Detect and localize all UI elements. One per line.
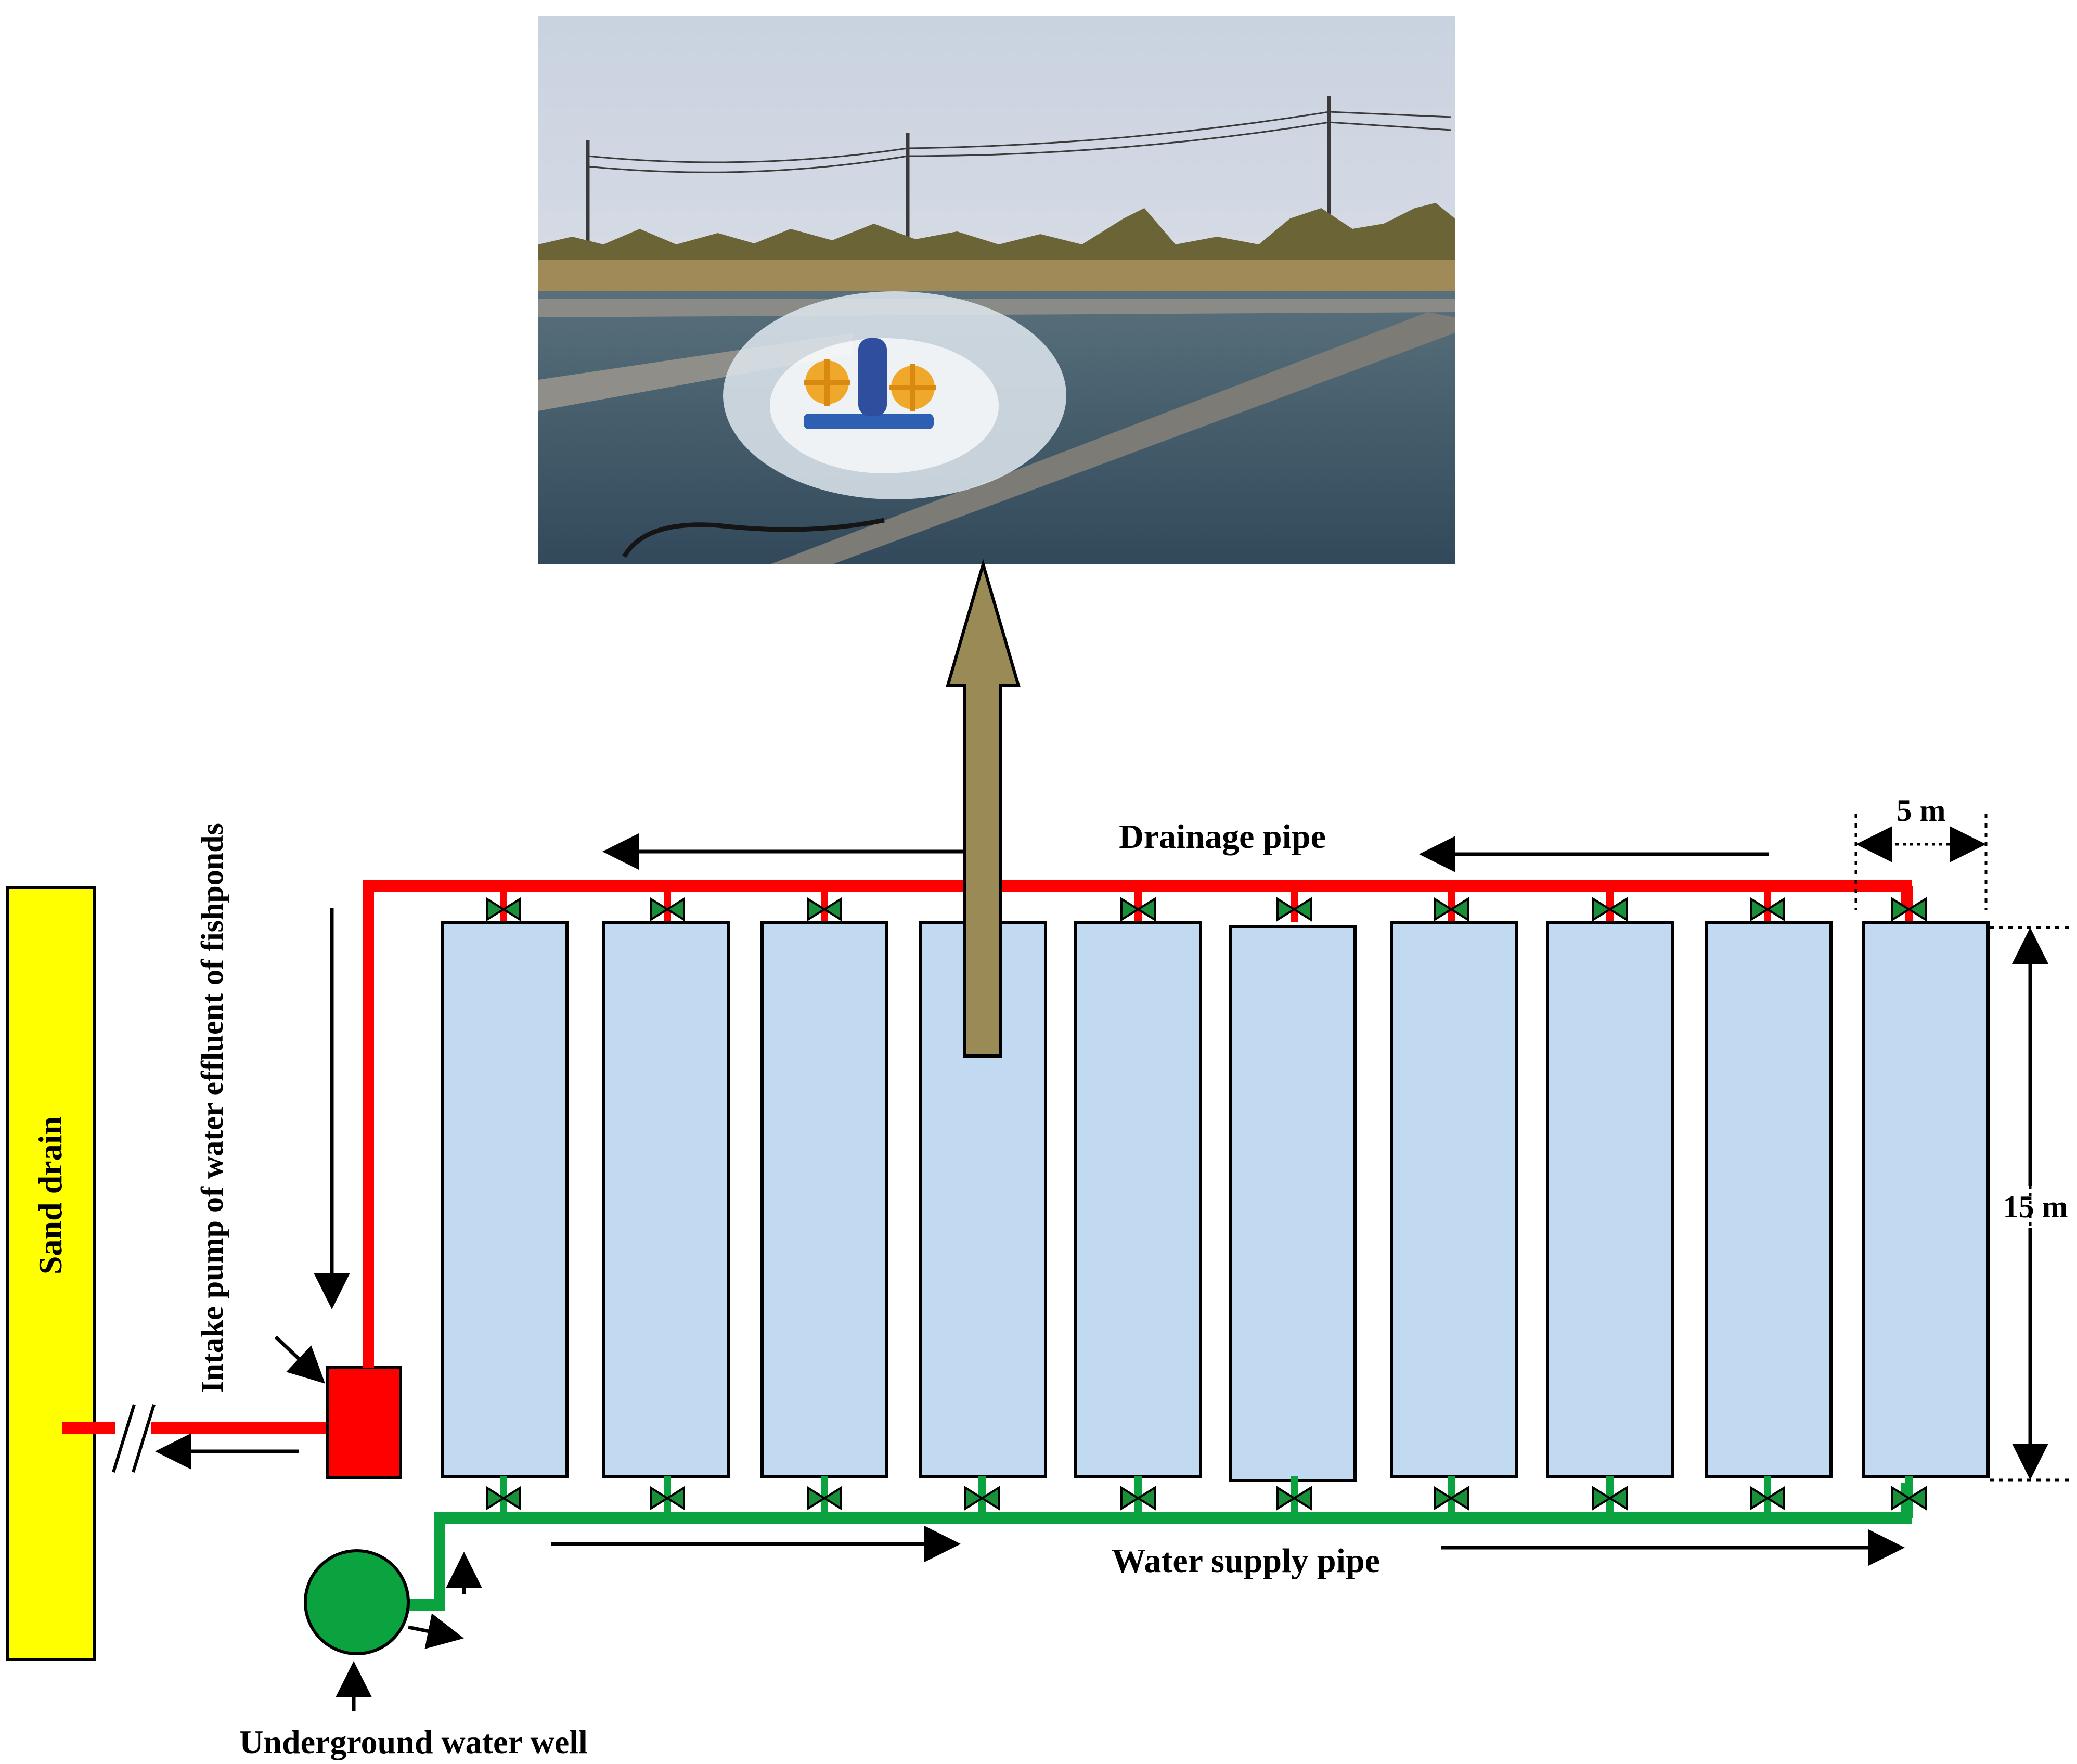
- aerator-hose: [622, 518, 885, 558]
- supply-valve: [1891, 1486, 1927, 1511]
- fishpond: [1705, 921, 1833, 1478]
- intake-pump: [326, 1366, 402, 1479]
- drain-valve: [807, 897, 842, 922]
- pond-wall-diagonal: [770, 312, 1455, 564]
- drain-valves: [486, 897, 1927, 922]
- supply-valve: [1120, 1486, 1156, 1511]
- supply-valve: [1434, 1486, 1469, 1511]
- underground-water-well: [304, 1549, 410, 1655]
- sand-drain: [6, 886, 96, 1661]
- drainage-pipe-label: Drainage pipe: [1119, 818, 1326, 856]
- drain-valve: [650, 897, 685, 922]
- supply-valve: [486, 1486, 521, 1511]
- pump-pointer-arrow: [274, 1335, 326, 1384]
- drain-valve: [1891, 897, 1927, 922]
- supply-stubs: [500, 1476, 1913, 1518]
- pond-wall-back: [538, 299, 1455, 317]
- water-supply-pipe-label: Water supply pipe: [1112, 1542, 1380, 1580]
- fishpond: [602, 921, 730, 1478]
- drain-valve: [1434, 897, 1469, 922]
- drain-valve: [1276, 897, 1312, 922]
- supply-valve: [807, 1486, 842, 1511]
- pipe-break-symbol: [112, 1404, 156, 1473]
- supply-valve: [1592, 1486, 1628, 1511]
- width-dimension-label: 5 m: [1897, 793, 1946, 828]
- aerator-pond-photo: [538, 16, 1455, 564]
- sand-drain-label: Sand drain: [32, 1116, 69, 1274]
- supply-valves: [486, 1486, 1927, 1511]
- underground-well-label: Underground water well: [239, 1723, 588, 1760]
- fishpond: [1229, 925, 1357, 1482]
- paddlewheel-aerator: [804, 338, 936, 429]
- height-dimension: [1990, 926, 2070, 1482]
- supply-valve: [964, 1486, 1000, 1511]
- fishpond: [441, 921, 569, 1478]
- drain-valve: [1120, 897, 1156, 922]
- fishpond: [1390, 921, 1518, 1478]
- intake-pump-label: Intake pump of water effluent of fishpon…: [195, 823, 229, 1393]
- supply-valve: [650, 1486, 685, 1511]
- height-dimension-label: 15 m: [2003, 1190, 2068, 1224]
- supply-valve: [1276, 1486, 1312, 1511]
- drain-valve: [1592, 897, 1628, 922]
- fishpond: [1862, 921, 1990, 1478]
- fishponds: [441, 921, 1990, 1482]
- power-lines: [586, 96, 1452, 260]
- supply-valve: [1750, 1486, 1785, 1511]
- drain-valve: [1750, 897, 1785, 922]
- fishpond: [1546, 921, 1674, 1478]
- drain-valve: [486, 897, 521, 922]
- well-out-arrow: [408, 1613, 464, 1649]
- fishpond: [1074, 921, 1202, 1478]
- photo-pointer-arrow: [945, 559, 1021, 1058]
- width-dimension: [1854, 814, 1988, 910]
- fishpond: [760, 921, 888, 1478]
